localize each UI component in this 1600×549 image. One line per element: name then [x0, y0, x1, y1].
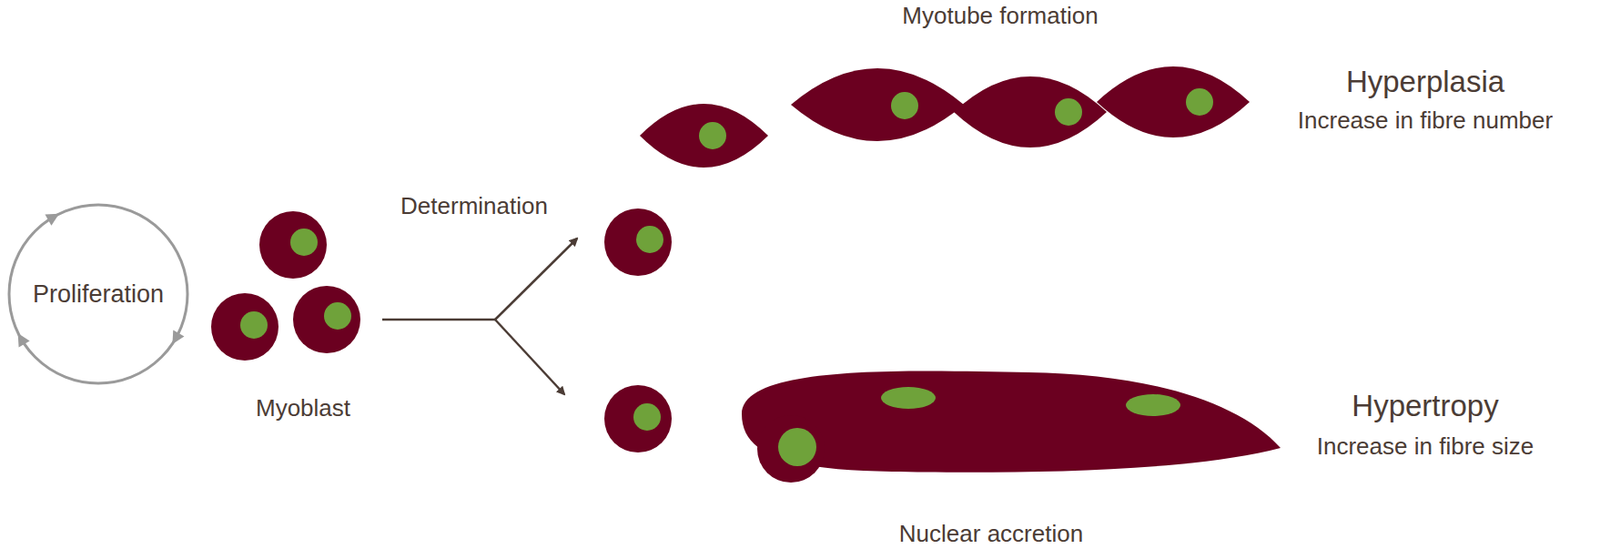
determination-arrow: [382, 238, 578, 395]
process-label: Nuclear accretion: [899, 520, 1084, 547]
outcome-description: Increase in fibre number: [1297, 107, 1553, 134]
proliferation-cycle: Proliferation: [6, 202, 191, 386]
myoblast-cells: [211, 211, 361, 361]
determined-cells: [604, 208, 672, 453]
myotube-nuclei: [698, 88, 1214, 150]
outcome-description: Increase in fibre size: [1316, 433, 1534, 460]
muscle-fibre: [741, 371, 1281, 483]
cycle-label: Proliferation: [32, 280, 164, 309]
process-label: Determination: [400, 192, 548, 220]
cell-label: Myoblast: [255, 394, 351, 422]
outcome-title: Hyperplasia: [1346, 65, 1505, 99]
process-label: Myotube formation: [901, 2, 1098, 30]
outcome-title: Hypertropy: [1351, 389, 1499, 423]
myotubes: [639, 66, 1250, 168]
